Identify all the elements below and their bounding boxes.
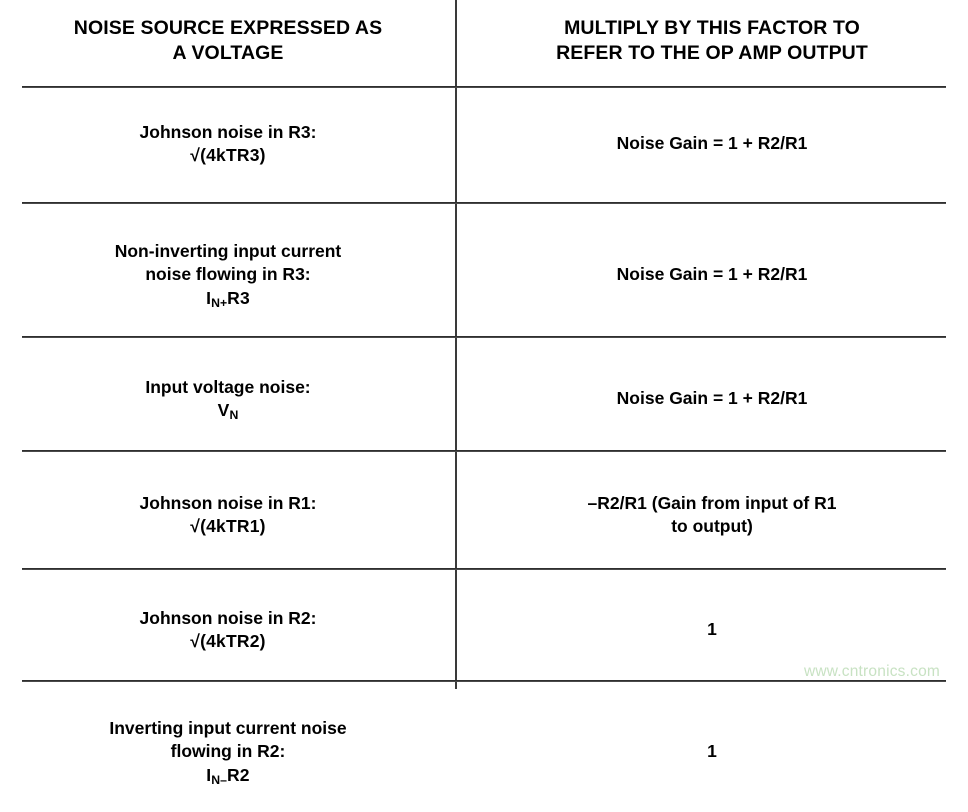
- noise-source-table-container: NOISE SOURCE EXPRESSED AS A VOLTAGE MULT…: [22, 0, 946, 787]
- row-1-factor-line1: Noise Gain = 1 + R2/R1: [616, 133, 808, 154]
- row-4-factor-line1: –R2/R1 (Gain from input of R1: [587, 492, 837, 513]
- row-2-source-cell: Non-inverting input current noise flowin…: [0, 214, 456, 336]
- row-2-source-symbol-group: IN+R3: [34, 287, 422, 310]
- row-separator: [0, 568, 968, 580]
- header-noise-source-line2: A VOLTAGE: [172, 42, 284, 64]
- header-cell-noise-source: NOISE SOURCE EXPRESSED AS A VOLTAGE: [0, 0, 456, 86]
- row-separator-rule: [0, 568, 968, 580]
- watermark: www.cntronics.com: [803, 663, 940, 680]
- table-row: Johnson noise in R3: √(4kTR3) Noise Gain…: [0, 86, 968, 202]
- row-3-source-line1: Input voltage noise:: [145, 376, 311, 397]
- row-2-source-subscript: N+: [211, 296, 228, 311]
- table-header: NOISE SOURCE EXPRESSED AS A VOLTAGE MULT…: [0, 0, 968, 88]
- row-6-source-line1: Inverting input current noise: [109, 717, 347, 738]
- row-3-source-symbol: V: [217, 400, 230, 420]
- row-separator: [0, 450, 968, 462]
- row-2-source-symbol-suffix: R3: [227, 287, 250, 308]
- row-5-factor-cell: 1: [456, 580, 968, 680]
- column-divider: [455, 0, 457, 689]
- row-1-source-cell: Johnson noise in R3: √(4kTR3): [0, 86, 456, 202]
- row-1-factor-cell: Noise Gain = 1 + R2/R1: [456, 86, 968, 202]
- row-6-source-subscript: N–: [211, 773, 227, 788]
- row-6-source-line2: flowing in R2:: [170, 741, 286, 762]
- row-2-factor-cell: Noise Gain = 1 + R2/R1: [456, 214, 968, 336]
- row-2-source-symbol: I: [206, 287, 212, 308]
- row-separator: [0, 680, 968, 692]
- row-4-factor-cell: –R2/R1 (Gain from input of R1 to output): [456, 462, 968, 568]
- row-separator: [0, 336, 968, 348]
- row-6-factor-line1: 1: [707, 741, 717, 762]
- row-6-source-cell: Inverting input current noise flowing in…: [0, 692, 456, 812]
- row-2-source-line1: Non-inverting input current: [114, 240, 342, 261]
- header-multiply-factor-line1: MULTIPLY BY THIS FACTOR TO: [564, 16, 860, 39]
- row-5-source-formula: √(4kTR2): [190, 631, 266, 651]
- row-4-source-formula: √(4kTR1): [190, 516, 266, 536]
- row-6-source-symbol-group: IN–R2: [34, 764, 422, 787]
- table-body: Johnson noise in R3: √(4kTR3) Noise Gain…: [0, 86, 968, 812]
- table-row: Input voltage noise: VN Noise Gain = 1 +…: [0, 348, 968, 450]
- row-5-source-cell: Johnson noise in R2: √(4kTR2): [0, 580, 456, 680]
- row-3-factor-cell: Noise Gain = 1 + R2/R1: [456, 348, 968, 450]
- row-3-factor-line1: Noise Gain = 1 + R2/R1: [616, 388, 808, 409]
- row-separator-rule: [0, 202, 968, 214]
- row-5-source-line1: Johnson noise in R2:: [139, 607, 317, 628]
- row-3-source-subscript: N: [229, 408, 239, 423]
- row-4-source-cell: Johnson noise in R1: √(4kTR1): [0, 462, 456, 568]
- header-multiply-factor-line2: REFER TO THE OP AMP OUTPUT: [556, 42, 868, 64]
- header-cell-multiply-factor: MULTIPLY BY THIS FACTOR TO REFER TO THE …: [456, 0, 968, 86]
- row-3-source-symbol-group: VN: [34, 399, 422, 422]
- row-2-factor-line1: Noise Gain = 1 + R2/R1: [616, 264, 808, 285]
- row-1-source-formula: √(4kTR3): [190, 145, 266, 165]
- row-1-source-line1: Johnson noise in R3:: [139, 121, 317, 142]
- row-6-source-symbol-suffix: R2: [226, 764, 250, 785]
- table-row: Johnson noise in R1: √(4kTR1) –R2/R1 (Ga…: [0, 462, 968, 568]
- header-row: NOISE SOURCE EXPRESSED AS A VOLTAGE MULT…: [0, 0, 968, 86]
- row-2-source-line2: noise flowing in R3:: [145, 264, 311, 285]
- row-4-factor-line2: to output): [671, 516, 753, 536]
- row-separator: [0, 202, 968, 214]
- header-noise-source-line1: NOISE SOURCE EXPRESSED AS: [73, 16, 383, 39]
- row-separator-rule: [0, 450, 968, 462]
- table-row: Johnson noise in R2: √(4kTR2) 1: [0, 580, 968, 680]
- row-separator-rule: [0, 680, 968, 692]
- row-6-factor-cell: 1: [456, 692, 968, 812]
- table-row: Inverting input current noise flowing in…: [0, 692, 968, 812]
- row-5-factor-line1: 1: [707, 619, 717, 640]
- table-row: Non-inverting input current noise flowin…: [0, 214, 968, 336]
- row-3-source-cell: Input voltage noise: VN: [0, 348, 456, 450]
- row-separator-rule: [0, 336, 968, 348]
- row-4-source-line1: Johnson noise in R1:: [139, 492, 317, 513]
